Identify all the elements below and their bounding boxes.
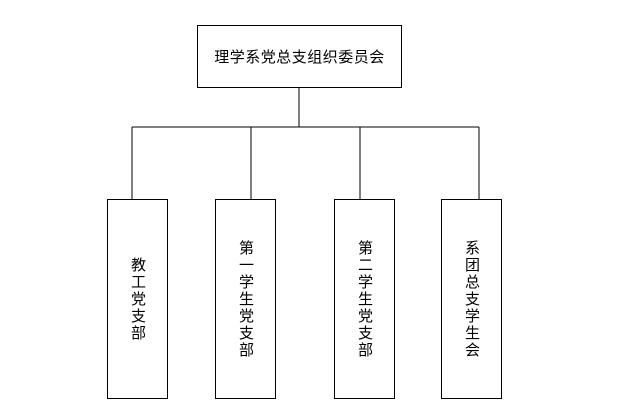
child-label: 教工党支部 — [129, 256, 147, 342]
child-label: 第二学生党支部 — [356, 239, 374, 359]
child-node-second-student-branch: 第二学生党支部 — [334, 199, 395, 399]
child-label: 第一学生党支部 — [237, 239, 255, 359]
child-label: 系团总支学生会 — [463, 239, 481, 359]
child-node-youth-league-union: 系团总支学生会 — [441, 199, 502, 399]
root-node: 理学系党总支组织委员会 — [197, 25, 402, 88]
root-label: 理学系党总支组织委员会 — [214, 48, 385, 66]
child-node-first-student-branch: 第一学生党支部 — [215, 199, 276, 399]
child-node-teaching-staff: 教工党支部 — [107, 199, 168, 399]
